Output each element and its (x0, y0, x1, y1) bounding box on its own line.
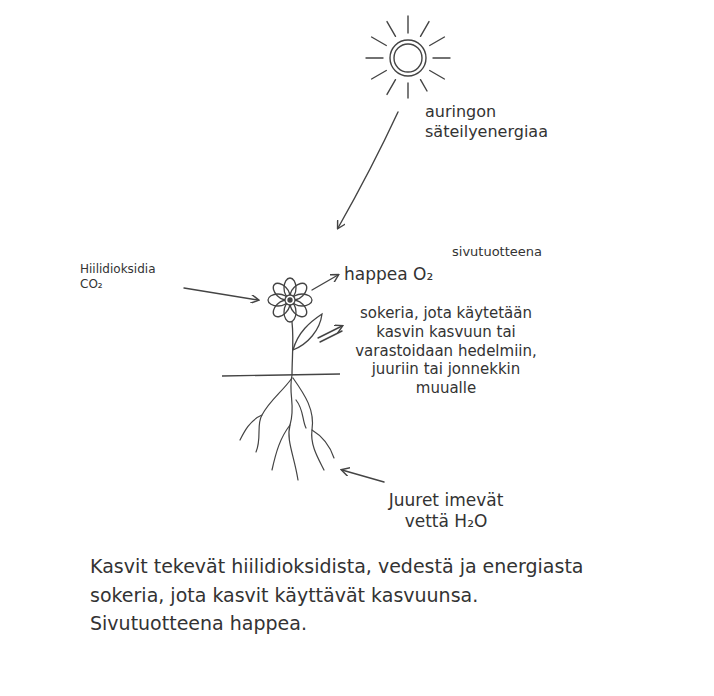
sun-ray (421, 80, 428, 91)
petal (270, 280, 293, 303)
sun-disc (394, 44, 422, 72)
energy-arrow (338, 112, 398, 228)
flower-center (288, 298, 292, 302)
sun-ray (387, 22, 396, 37)
root (240, 415, 262, 440)
sun-ray (433, 57, 450, 58)
sugar-arrow (320, 331, 342, 342)
sun-ray (430, 71, 445, 80)
petal (287, 280, 310, 303)
root (289, 375, 298, 480)
sun-ray (421, 22, 430, 37)
water-arrow (342, 470, 384, 482)
annotation-label: sokeria, jota käytetään kasvin kasvuun t… (346, 304, 546, 398)
sun-ray (366, 57, 383, 58)
flower (268, 278, 322, 375)
sun-ray (372, 37, 387, 46)
annotation-label: auringon säteilyenergiaa (425, 102, 575, 142)
sun-ray (407, 16, 408, 33)
flower-center (285, 295, 295, 305)
sun-ray (430, 37, 445, 46)
root (296, 400, 306, 428)
co2-arrow (184, 288, 258, 300)
sun-ray (407, 83, 408, 98)
roots (240, 375, 334, 480)
annotation-label: Juuret imevät vettä H₂O (366, 490, 526, 533)
sun (366, 16, 450, 98)
root (312, 430, 334, 458)
annotation-label: sivutuotteena (452, 244, 542, 260)
annotation-label: happea O₂ (344, 264, 433, 285)
ground-line (222, 374, 340, 376)
summary-text: Kasvit tekevät hiilidioksidista, vedestä… (90, 552, 610, 638)
sugar-arrow (318, 326, 342, 338)
root (272, 425, 290, 470)
petal (270, 297, 293, 320)
annotation-label: Hiilidioksidia CO₂ (80, 262, 180, 292)
leaf (293, 314, 322, 350)
petal (287, 297, 310, 320)
sun-ray (372, 71, 387, 80)
oxygen-arrow (312, 275, 338, 290)
sun-ray (387, 80, 396, 95)
sun-disc (390, 40, 426, 76)
root (293, 378, 324, 470)
